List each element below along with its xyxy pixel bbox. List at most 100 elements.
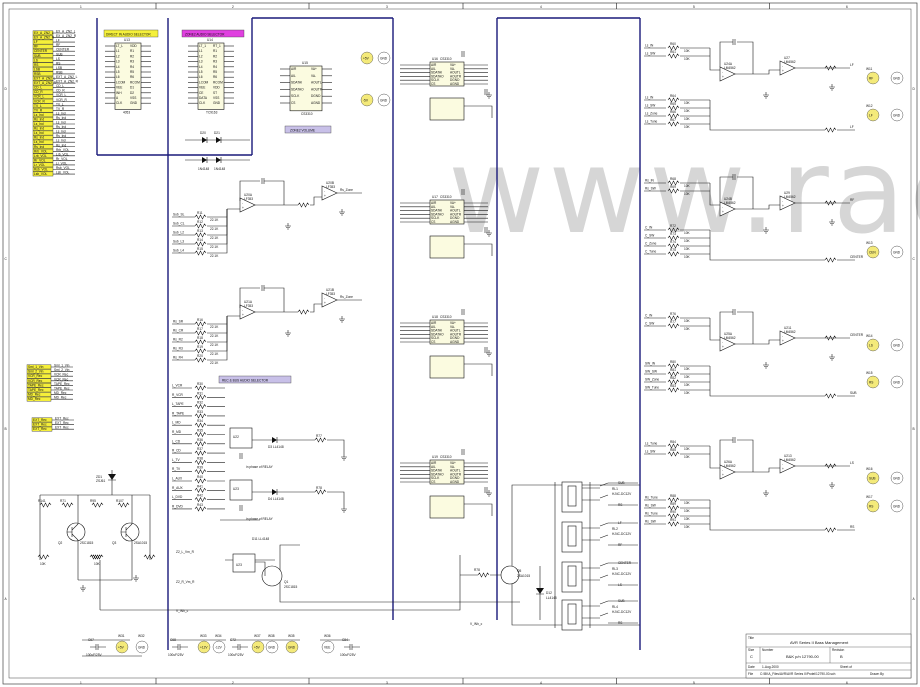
resistor-ref: R14 xyxy=(197,238,203,242)
resistor xyxy=(824,393,837,399)
pin-label: R6 xyxy=(213,75,217,79)
border-letter: D xyxy=(5,87,8,91)
pin-label: R4 xyxy=(130,65,134,69)
net-label: TAPE_Rec xyxy=(54,387,70,391)
border-number: 2 xyxy=(232,681,234,685)
pin-label: R3 xyxy=(213,60,217,64)
net-label: Sub_L4 xyxy=(173,249,184,253)
pin-label: AIL xyxy=(431,205,436,209)
wire xyxy=(765,67,850,75)
net-label: RSB xyxy=(56,70,63,74)
pin-label: AOUTL xyxy=(311,81,322,85)
opamp-minus: - xyxy=(782,64,783,68)
resistor-ref: R37 xyxy=(197,447,203,451)
power-label: GND xyxy=(893,477,901,481)
ground-symbol xyxy=(285,330,291,337)
pin-label: AIR xyxy=(431,461,437,465)
resistor xyxy=(667,505,680,511)
wire xyxy=(207,209,228,254)
power-circle xyxy=(866,499,880,513)
pin-label: VEE xyxy=(116,86,122,90)
net-label: EX_A_ZN2_L xyxy=(56,30,76,34)
wire xyxy=(207,316,228,361)
wire xyxy=(709,48,765,75)
resistor xyxy=(194,357,207,363)
border-number: 3 xyxy=(386,681,388,685)
net-label: Rs_SR xyxy=(173,320,184,324)
pin-label: AOUTL xyxy=(450,469,461,473)
feedback xyxy=(719,439,754,472)
resistor-ref: R11 xyxy=(197,211,203,215)
resistor-value: 10K xyxy=(684,184,691,188)
connector-ref: W12 xyxy=(866,104,873,108)
resistor-ref: R82 xyxy=(670,376,676,380)
chip-ref: U18 xyxy=(432,315,438,319)
pin-label: R5 xyxy=(130,70,134,74)
border-number: 6 xyxy=(846,681,848,685)
resistor xyxy=(667,227,680,233)
net-label: EXT_Rec xyxy=(55,421,69,425)
net-label: SUB xyxy=(56,52,63,56)
resistor-ref: R141 xyxy=(38,499,46,503)
diode xyxy=(272,489,277,495)
wire xyxy=(207,316,228,325)
input-label: Rsb_VOL xyxy=(34,168,48,172)
connector-ref: W38 xyxy=(268,634,275,638)
resistor xyxy=(824,127,837,133)
opamp-minus: - xyxy=(242,308,243,312)
resistor-ref: R90 xyxy=(670,510,676,514)
net-label: RS xyxy=(56,61,60,65)
wire xyxy=(554,482,591,628)
zener-part: ZSJ61 xyxy=(96,479,105,483)
net-label: Ls_Ind xyxy=(56,139,66,143)
power-circle xyxy=(360,93,374,107)
pin-label: LCOM xyxy=(199,80,209,84)
pin-label: AOUTR xyxy=(450,74,462,78)
resistor-ref: R15 xyxy=(197,247,203,251)
resistor xyxy=(194,459,207,466)
opamp-symbol xyxy=(779,458,796,474)
power-label: +5V xyxy=(254,646,261,650)
resistor xyxy=(91,502,104,508)
transistor-leads xyxy=(121,523,133,541)
output-relay-bank: RL1HJ4C-DC12VSUBRSRL2HJ4C-DC12VLFRFRL3HJ… xyxy=(554,481,638,631)
pin-label: SDATAI xyxy=(431,469,442,473)
size-value: C xyxy=(750,654,753,659)
border-number: 1 xyxy=(80,681,82,685)
resistor-value: 10K xyxy=(684,255,691,259)
number-label: Number xyxy=(762,648,774,652)
opamp-ref: U20B xyxy=(326,181,334,185)
resistor-ref: R16 xyxy=(197,318,203,322)
resistor xyxy=(667,53,680,59)
net-label: Ls_SW xyxy=(645,52,655,56)
pin-label: AGND xyxy=(450,82,460,86)
transistor-part: 2SC1815 xyxy=(284,585,298,589)
ground-symbol xyxy=(829,219,835,226)
chip-part: 4053 xyxy=(123,110,130,114)
net-label: C_IN xyxy=(645,314,653,318)
resistor-value: 10K xyxy=(684,247,691,251)
volume-chip-body-b xyxy=(429,495,465,519)
diode-part: LL4148 xyxy=(546,596,557,600)
capacitor-value: 100uF/25V xyxy=(340,653,356,657)
zone2-header: ZONE2 AUDIO SELECTOR xyxy=(185,33,225,37)
opamp-ref: U21B xyxy=(326,288,334,292)
opamp-symbol xyxy=(321,292,338,308)
resistor-ref: R32 xyxy=(197,401,203,405)
resistor xyxy=(667,513,680,519)
resistor-ref: R42 xyxy=(197,494,203,498)
pin-label: RT_1 xyxy=(213,44,221,48)
switch-block xyxy=(229,427,253,449)
connector-ref: W33 xyxy=(200,634,207,638)
pin-label: CS xyxy=(291,101,295,105)
capacitor xyxy=(484,227,488,233)
net-label: MD_Rec xyxy=(54,396,67,400)
chip-part: CS3310 xyxy=(440,195,452,199)
resistor-ref: R84 xyxy=(670,440,676,444)
file-value: C:\BKA_Files\AVR\AVR Series II\Protel\12… xyxy=(760,672,836,676)
resistor-ref: R35 xyxy=(197,429,203,433)
net-label: Sub_L3 xyxy=(173,240,184,244)
pin-label: CS xyxy=(431,340,435,344)
